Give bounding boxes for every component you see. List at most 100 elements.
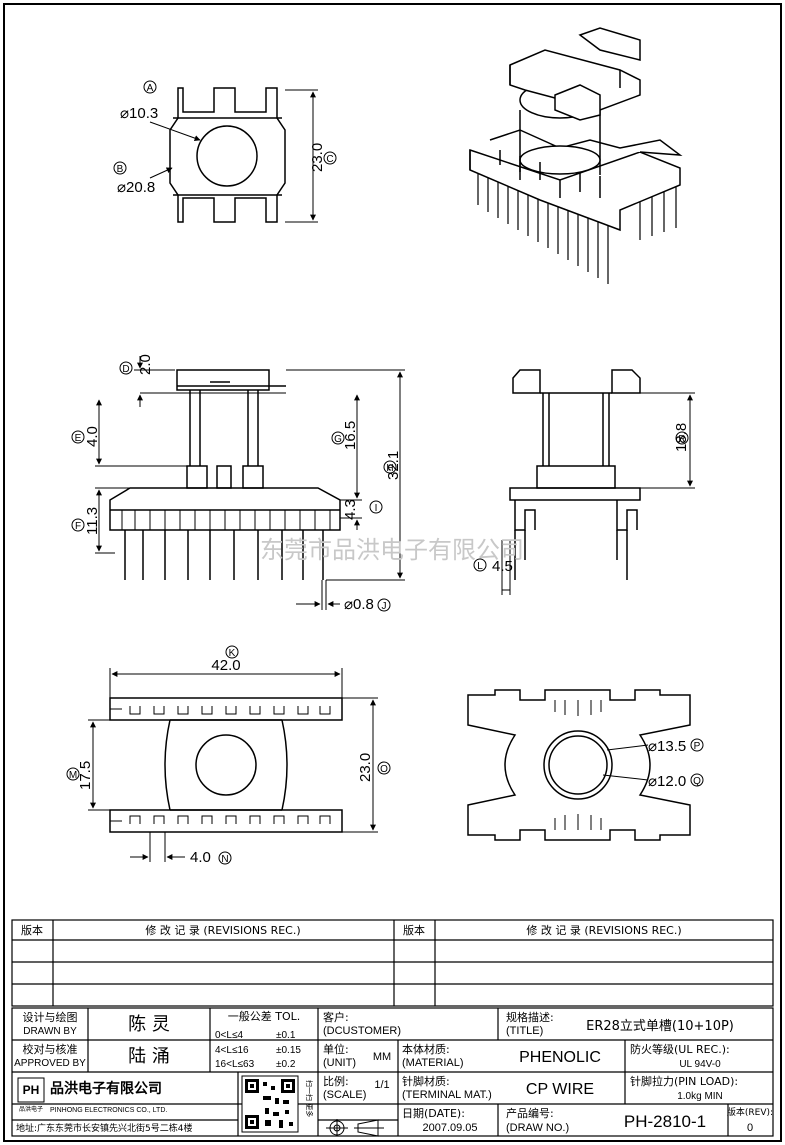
callout-circle-b [113,161,127,175]
dim-m-value: 17.5 [77,761,94,790]
unit-value: MM [373,1051,391,1063]
dim-o-value: 23.0 [357,753,374,782]
title-label-en: (TITLE) [506,1025,543,1037]
title-label-cn: 规格描述: [506,1010,554,1024]
revisions-header: 版本 修 改 记 录 (REVISIONS REC.) 版本 修 改 记 录 (… [21,923,682,937]
dim-p-value: ⌀13.5 [648,738,686,755]
designer-label-en: DRAWN BY [23,1026,77,1037]
top-view [149,87,318,223]
dim-k-value: 42.0 [211,657,240,674]
company-name-cn: 品洪电子有限公司 [50,1080,162,1097]
unit-label-en: (UNIT) [323,1057,356,1069]
callout-circle-l [473,558,487,572]
tol-val-3: ±0.2 [276,1059,296,1070]
dim-f-value: 11.3 [84,507,101,535]
front-view [95,356,405,610]
terminal-value: CP WIRE [526,1081,594,1098]
tol-val-1: ±0.1 [276,1030,296,1041]
callout-label-f: F [75,521,81,532]
unit-label-cn: 单位: [323,1042,349,1056]
callout-circle-d [119,361,133,375]
material-label-en: (MATERIAL) [402,1057,464,1069]
dim-d-value: 2.0 [137,354,154,375]
callout-circle-c [323,151,337,165]
qr-code [241,1075,299,1133]
company-name-en: PINHONG ELECTRONICS CO., LTD. [50,1107,167,1114]
callout-label-l: L [477,561,483,572]
customer-label-en: (DCUSTOMER) [323,1025,401,1037]
ul-value: UL 94V-0 [679,1059,721,1070]
dim-r-value: 18.8 [673,423,690,452]
rev-col-record-left: 修 改 记 录 (REVISIONS REC.) [145,923,300,937]
qr-side-text: 扫一扫 更多 [305,1080,314,1117]
bottom-right-view [467,689,691,841]
rev-col-version-left: 版本 [21,923,43,937]
title-block-grid [11,1007,774,1137]
tol-title: 一般公差 TOL. [228,1009,301,1023]
isometric-view [469,27,683,284]
company-logo-sub: 品洪电子 [19,1105,43,1113]
bottom-right-labels: ⌀13.5 P ⌀12.0 Q [648,738,704,790]
dim-c-value: 23.0 [309,143,326,172]
rev-label: 版本(REV): [727,1106,773,1118]
dim-a-value: ⌀10.3 [120,105,158,122]
dim-q-value: ⌀12.0 [648,773,686,790]
title-block-text: 设计与绘图 DRAWN BY 陈 灵 校对与核准 APPROVED BY 陆 涌… [14,1009,773,1137]
approver-label-cn: 校对与核准 [23,1042,78,1056]
dim-g-value: 16.5 [342,421,359,450]
approver-label-en: APPROVED BY [14,1058,86,1069]
callout-circle-n [218,851,232,865]
drawno-label-en: (DRAW NO.) [506,1122,569,1134]
dim-b-value: ⌀20.8 [117,179,155,196]
tol-val-2: ±0.15 [276,1045,301,1056]
dim-l-value: 4.5 [492,558,513,575]
projection-symbol-icon [326,1119,384,1137]
dim-n-value: 4.0 [190,849,211,866]
side-view [501,369,695,595]
callout-label-n: N [221,854,228,865]
callout-circle-o [377,761,391,775]
callout-label-q: Q [693,776,701,787]
date-value: 2007.09.05 [422,1122,477,1134]
rev-col-version-right: 版本 [403,923,425,937]
terminal-label-cn: 针脚材质: [402,1074,450,1088]
ul-label: 防火等级(UL REC.): [630,1042,730,1056]
callout-circle-e [71,430,85,444]
callout-circle-r [675,431,689,445]
callout-circle-f [71,518,85,532]
designer-label-cn: 设计与绘图 [23,1010,78,1024]
callout-circle-g [331,431,345,445]
sheet-border [3,3,782,1142]
callout-circle-a [143,80,157,94]
pinload-value: 1.0kg MIN [677,1091,723,1102]
revisions-table [11,919,774,1007]
callout-circle-m [66,767,80,781]
top-view-labels: A ⌀10.3 B ⌀20.8 23.0 C [113,80,337,196]
material-label-cn: 本体材质: [402,1042,450,1056]
callout-label-c: C [326,154,333,165]
scale-label-en: (SCALE) [323,1089,366,1101]
callout-label-b: B [117,164,124,175]
company-logo: PH [23,1083,40,1097]
watermark-text: 东莞市品洪电子有限公司 [260,536,524,564]
callout-circle-i [369,500,383,514]
callout-circle-h [383,460,397,474]
tol-range-2: 4<L≤16 [215,1045,249,1056]
callout-circle-k [225,645,239,659]
date-label: 日期(DATE): [402,1107,465,1120]
scale-label-cn: 比例: [323,1074,349,1088]
dim-i-value: 4.3 [342,499,359,520]
approver-name: 陆 涌 [128,1046,170,1067]
callout-label-g: G [334,434,342,445]
rev-value: 0 [747,1122,753,1134]
callout-label-e: E [75,433,82,444]
front-view-labels: D 2.0 E 4.0 F 11.3 G 16.5 H 32.1 I 4.3 ⌀… [71,354,402,613]
callout-label-r: R [678,434,685,445]
terminal-label-en: (TERMINAL MAT.) [402,1089,492,1101]
callout-label-i: I [375,503,378,514]
drawno-value: PH-2810-1 [624,1112,706,1131]
drawno-label-cn: 产品编号: [506,1106,554,1120]
company-address: 地址:广东东莞市长安镇先兴北街5号二栋4楼 [16,1122,193,1134]
callout-label-h: H [386,463,393,474]
